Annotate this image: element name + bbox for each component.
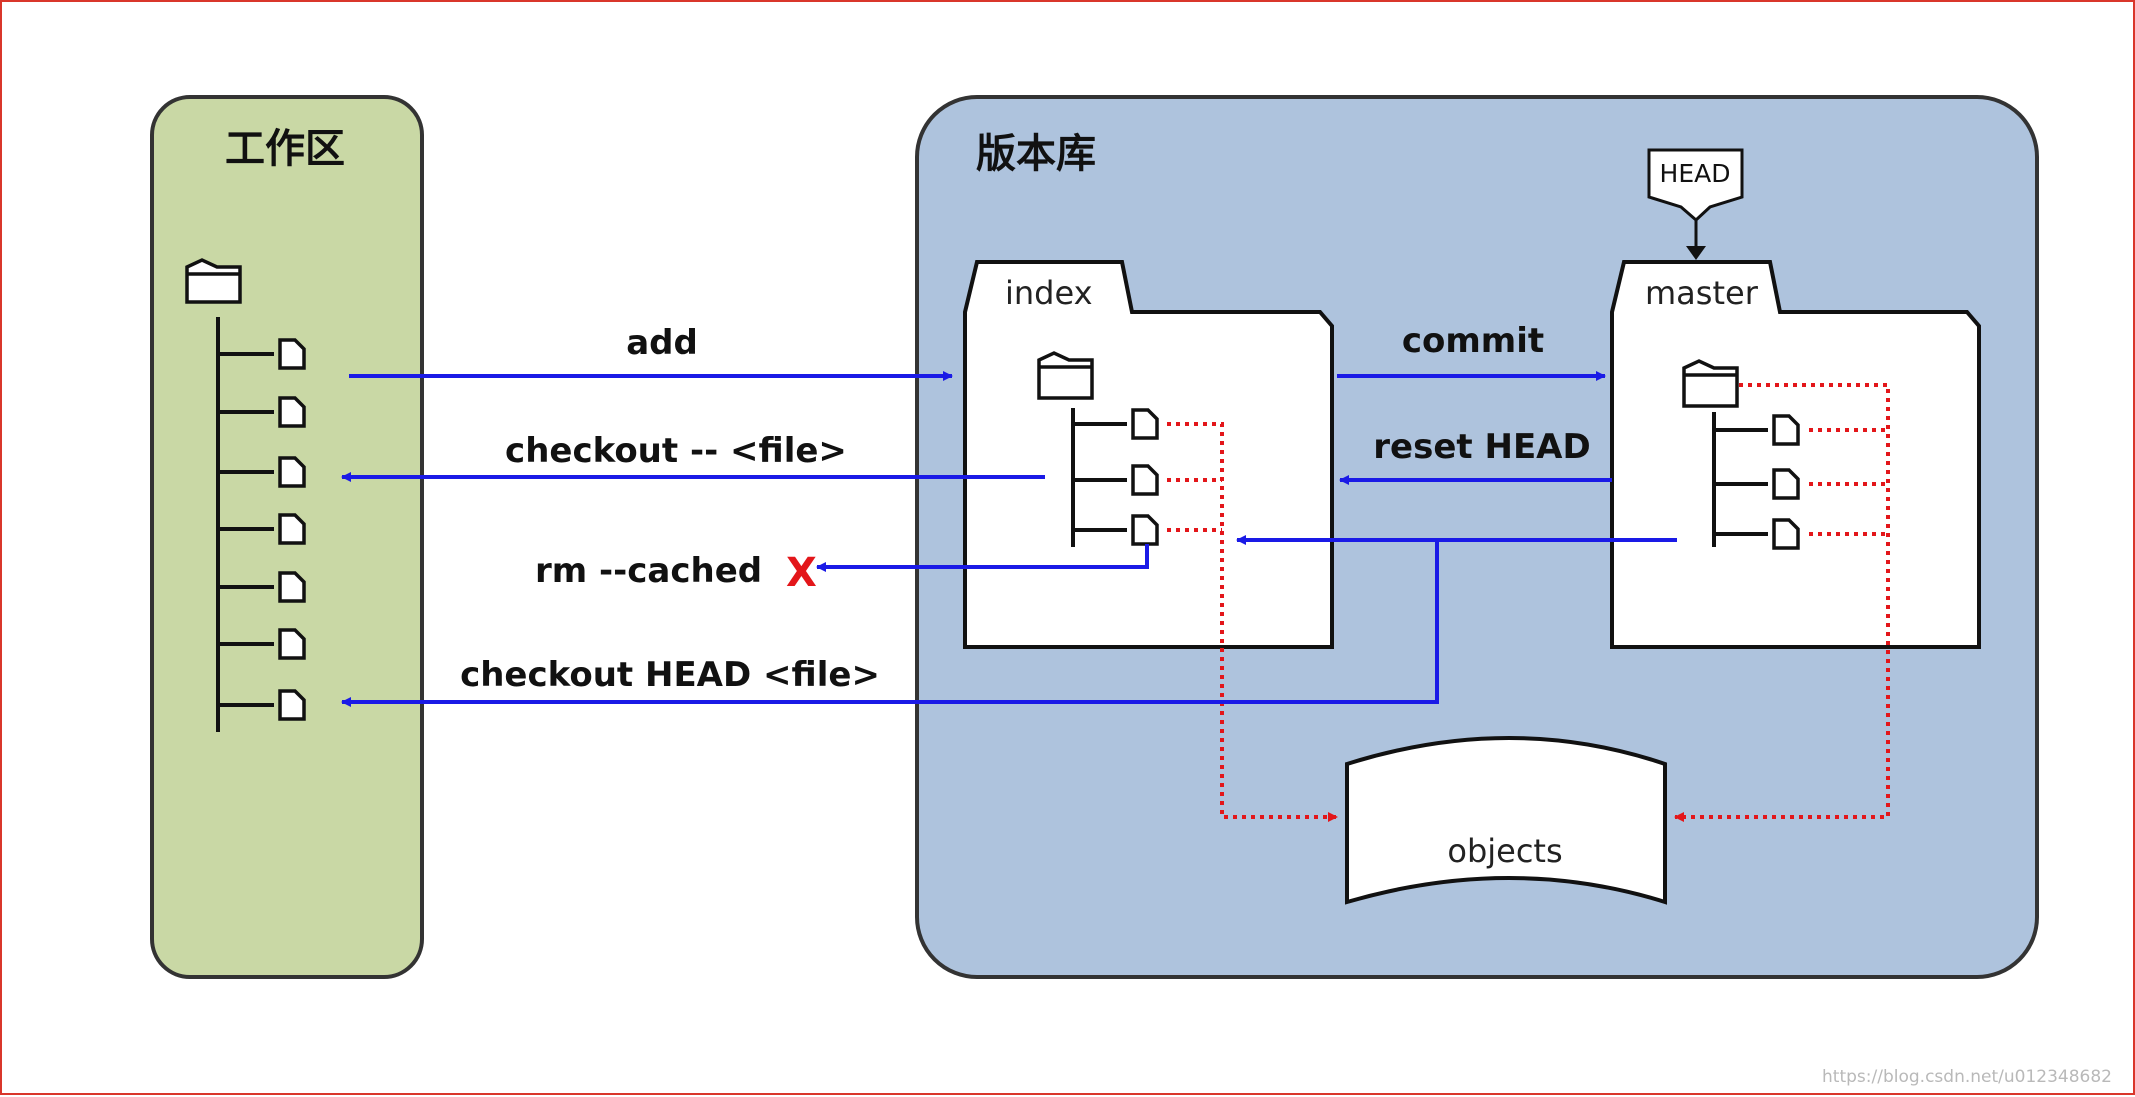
commit-label: commit [1402,321,1544,361]
index-to-objects-link [1167,422,1338,822]
checkout-head-file-label: checkout HEAD <file> [460,655,880,695]
file-icon [278,513,306,545]
workspace-tree [185,258,306,732]
objects-store: objects [1345,736,1667,905]
file-icon [278,456,306,488]
file-icon [1772,468,1800,500]
file-icon [278,628,306,660]
object-links [1167,383,1890,822]
file-icon [1131,408,1159,440]
rm-cached-label: rm --cached [535,551,762,591]
master-label: master [1645,274,1759,312]
head-marker: HEAD [1647,148,1744,260]
file-icon [1772,414,1800,446]
checkout-head-file-arrow [341,540,1439,707]
command-arrows [341,371,1677,707]
master-to-objects-link [1674,383,1890,822]
index-card: index [963,260,1334,649]
file-icon [1131,464,1159,496]
checkout-file-label: checkout -- <file> [505,431,847,471]
objects-label: objects [1447,832,1562,870]
file-icon [1131,514,1159,546]
folder-icon [1037,351,1094,400]
file-icon [1772,518,1800,550]
repository-title: 版本库 [976,131,1096,177]
file-icon [278,396,306,428]
file-icon [278,571,306,603]
file-icon [278,689,306,721]
master-card: master [1610,260,1981,649]
file-icon [278,338,306,370]
reset-head-label: reset HEAD [1373,427,1590,467]
head-label: HEAD [1660,159,1731,188]
add-label: add [626,323,698,363]
head-pointer-tip [1686,246,1706,260]
folder-icon [1682,359,1739,408]
watermark: https://blog.csdn.net/u012348682 [1822,1067,2112,1087]
rm-cached-arrow [816,544,1149,572]
rm-cached-x-mark: X [786,550,817,596]
workspace-title: 工作区 [225,126,345,172]
folder-icon [185,258,242,304]
index-label: index [1005,274,1093,312]
